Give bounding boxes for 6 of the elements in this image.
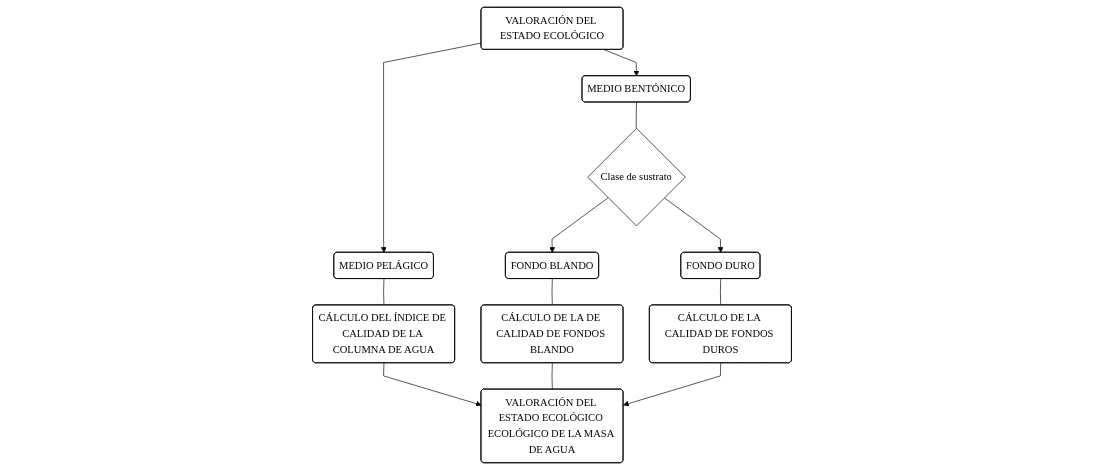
connector <box>383 278 385 306</box>
connector <box>551 362 553 390</box>
connector <box>551 278 553 306</box>
node-diamond: Clase de sustrato <box>587 127 686 227</box>
connector <box>635 102 637 129</box>
connector <box>720 278 722 306</box>
